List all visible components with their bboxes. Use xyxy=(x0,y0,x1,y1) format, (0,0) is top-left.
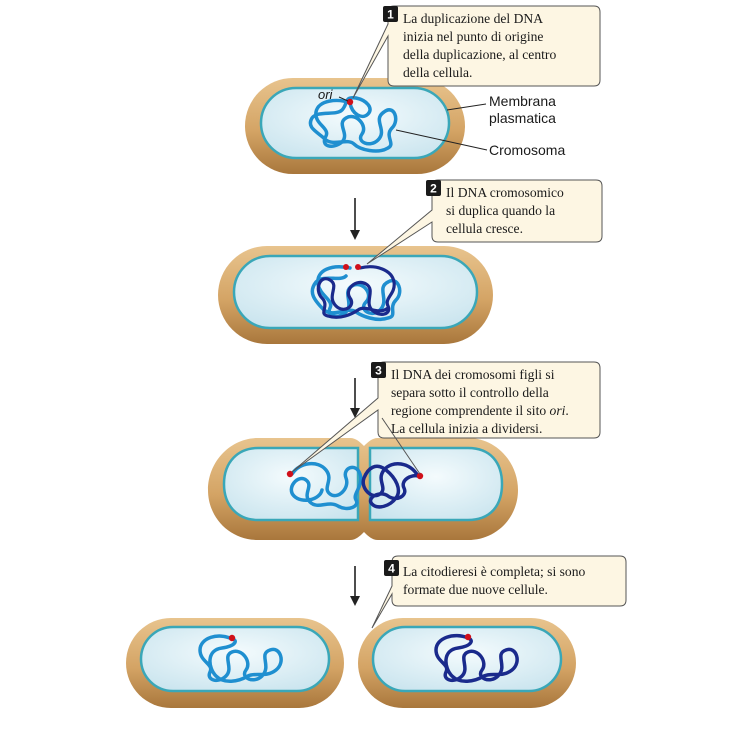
callout-line: regione comprendente il sito ori. xyxy=(391,403,569,418)
step-number: 1 xyxy=(387,8,394,22)
callout-line: formate due nuove cellule. xyxy=(403,582,548,597)
plasma-membrane-left xyxy=(222,446,360,522)
cell-stage-1 xyxy=(245,78,465,174)
ori-site xyxy=(346,98,354,106)
chromosome xyxy=(198,634,283,683)
callout-line: della cellula. xyxy=(403,65,472,80)
callout-step-3: 3 Il DNA dei cromosomi figli si separa s… xyxy=(291,361,601,475)
plasma-membrane xyxy=(232,254,479,330)
cell-stage-4-right xyxy=(358,618,576,708)
callout-step-2: 2 Il DNA cromosomico si duplica quando l… xyxy=(366,179,603,265)
callout-line: si duplica quando la xyxy=(446,203,555,218)
plasma-membrane xyxy=(259,86,451,160)
callout-line: inizia nel punto di origine xyxy=(403,29,543,44)
callout-line: cellula cresce. xyxy=(446,221,523,236)
ori-site xyxy=(343,264,349,270)
ori-site xyxy=(464,633,472,641)
chromosome-copy-b xyxy=(316,265,396,319)
chromosome-label: Cromosoma xyxy=(489,142,565,158)
chromosome-left xyxy=(289,461,363,511)
ori-label: ori xyxy=(318,87,334,102)
chromosome xyxy=(308,95,398,153)
step-number-badge xyxy=(383,6,398,22)
step-number-badge xyxy=(371,362,386,378)
callout-line: Il DNA cromosomico xyxy=(446,185,564,200)
callout-text-segment: separa sotto il controllo della xyxy=(391,385,549,400)
ori-site xyxy=(416,472,424,480)
callout-line: Il DNA dei cromosomi figli si xyxy=(391,367,555,382)
callout-text-segment: Il DNA dei cromosomi figli si xyxy=(391,367,555,382)
down-arrow xyxy=(350,198,360,240)
chromosome-right xyxy=(361,462,420,509)
step-number-badge xyxy=(426,180,441,196)
down-arrow xyxy=(350,566,360,606)
callout-italic-term: ori xyxy=(550,403,566,418)
membrane-label-line1: Membrana xyxy=(489,93,556,109)
ori-site xyxy=(228,634,236,642)
step-number: 3 xyxy=(375,364,382,378)
callout-text-segment: regione comprendente il sito xyxy=(391,403,550,418)
callout-step-1: 1 La duplicazione del DNA inizia nel pun… xyxy=(352,5,601,99)
callout-line: separa sotto il controllo della xyxy=(391,385,549,400)
callout-line: della duplicazione, al centro xyxy=(403,47,556,62)
ori-site xyxy=(286,470,294,478)
chromosome xyxy=(434,633,519,683)
callout-text-segment: . xyxy=(565,403,568,418)
cell-stage-2 xyxy=(218,246,493,344)
callout-line: La citodieresi è completa; si sono xyxy=(403,564,586,579)
callout-line: La duplicazione del DNA xyxy=(403,11,543,26)
plasma-membrane xyxy=(371,625,563,693)
plasma-membrane-right xyxy=(368,446,504,522)
callout-step-4: 4 La citodieresi è completa; si sono for… xyxy=(371,555,627,629)
membrane-leader xyxy=(446,103,487,111)
callout-pointer xyxy=(381,417,421,475)
cell-stage-3 xyxy=(208,438,518,540)
callout-line: La cellula inizia a dividersi. xyxy=(391,421,542,436)
ori-leader xyxy=(338,96,349,102)
callout-text-segment: La cellula inizia a dividersi. xyxy=(391,421,542,436)
chromosome-copy-a xyxy=(310,265,402,322)
step-number-badge xyxy=(384,560,399,576)
down-arrow xyxy=(350,378,360,418)
ori-site xyxy=(355,264,361,270)
cell-stage-4-left xyxy=(126,618,344,708)
plasma-membrane xyxy=(139,625,331,693)
chromosome-leader xyxy=(395,129,488,151)
step-number: 4 xyxy=(388,562,395,576)
step-number: 2 xyxy=(430,182,437,196)
membrane-label-line2: plasmatica xyxy=(489,110,556,126)
